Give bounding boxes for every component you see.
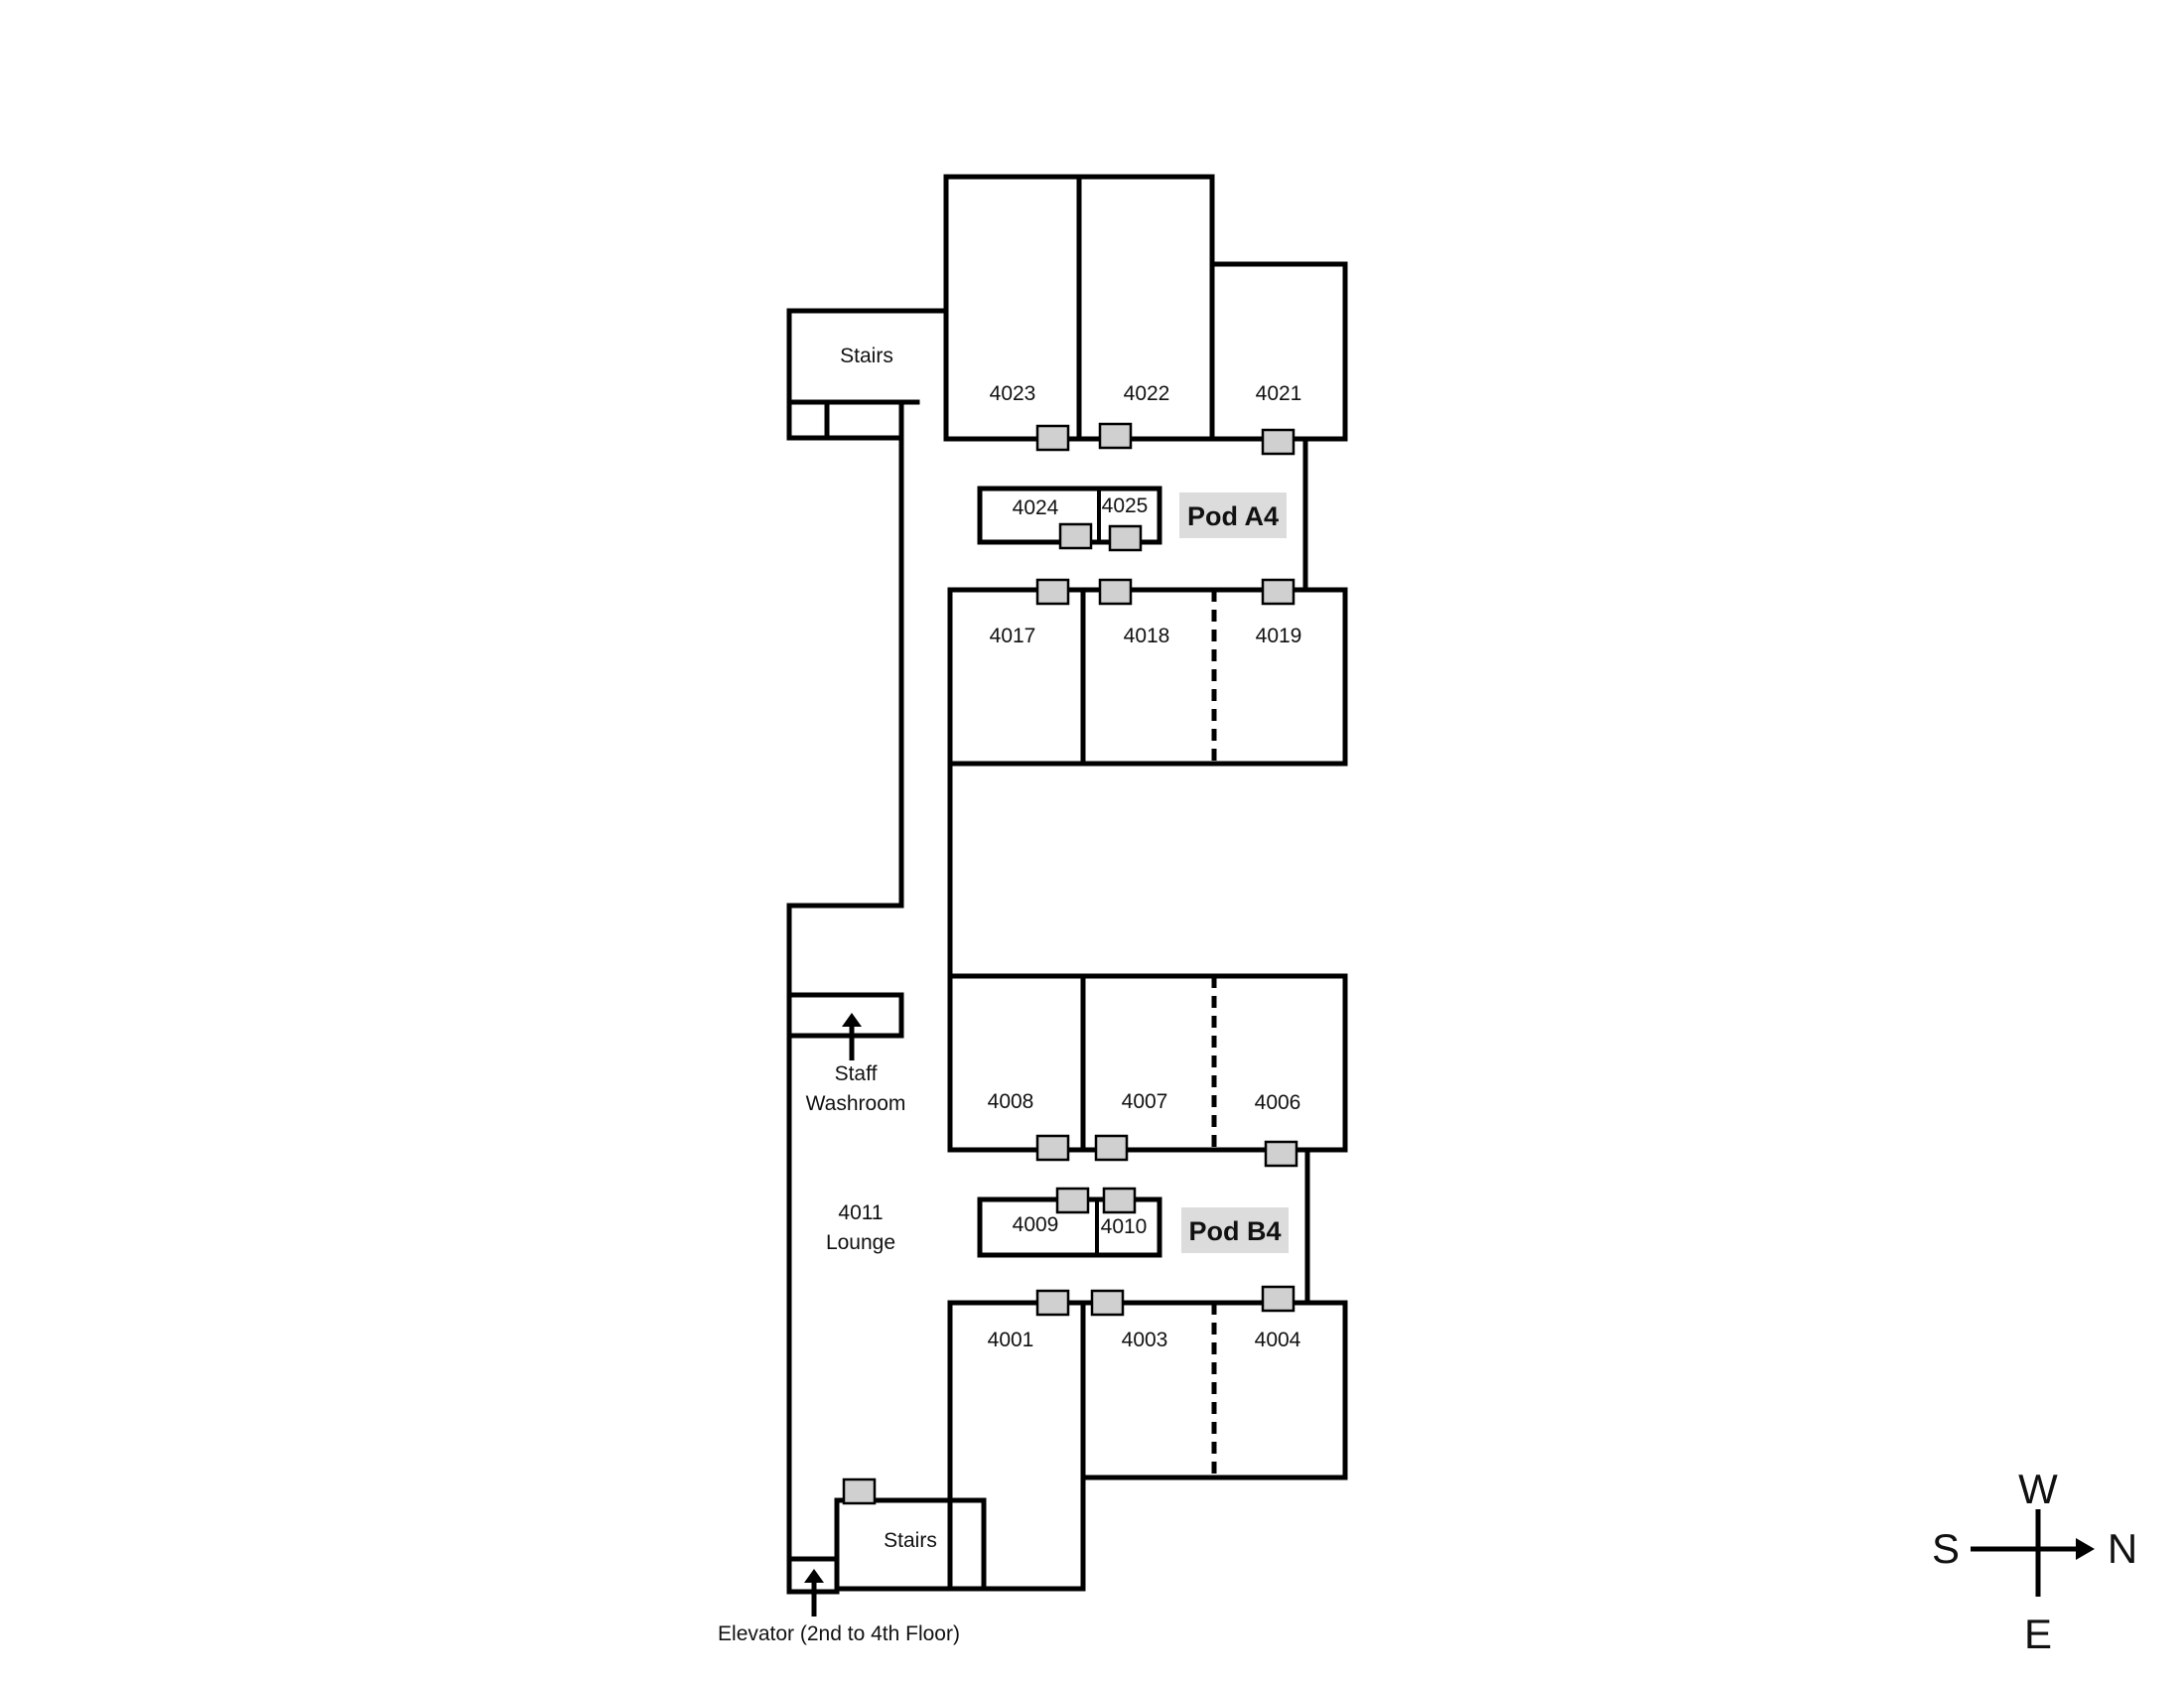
room-label-4007: 4007: [1122, 1090, 1168, 1113]
door-4017: [1035, 578, 1070, 606]
compass-west: W: [2018, 1466, 2058, 1512]
door-4004: [1261, 1285, 1296, 1313]
washroom-label-line2: Washroom: [806, 1092, 906, 1115]
room-label-4001: 4001: [988, 1329, 1034, 1351]
stairs-top-walls: [786, 308, 949, 1595]
door-4008: [1035, 1134, 1070, 1162]
door-4001: [1035, 1289, 1070, 1317]
room-label-4021: 4021: [1256, 382, 1302, 405]
room-label-4010: 4010: [1101, 1215, 1148, 1238]
pod-b4-label: Pod B4: [1188, 1216, 1281, 1246]
washroom-label-line1: Staff: [835, 1062, 878, 1085]
pointer-arrows: [804, 1013, 862, 1617]
pod-b4-label-bg: [1181, 1207, 1289, 1253]
room-label-4008: 4008: [988, 1090, 1034, 1113]
walls: [786, 174, 1348, 1595]
door-4006: [1264, 1140, 1298, 1168]
washroom-walls: [786, 992, 904, 1039]
compass-arrow-head: [2076, 1538, 2095, 1560]
room-label-4009: 4009: [1013, 1213, 1059, 1236]
room-label-4003: 4003: [1122, 1329, 1168, 1351]
pod-a4-label-group: Pod A4: [1179, 492, 1287, 538]
door-4010: [1102, 1187, 1137, 1214]
room-label-4017: 4017: [990, 625, 1036, 647]
pod-a4-label: Pod A4: [1187, 501, 1279, 531]
door-4024: [1058, 522, 1093, 550]
elevator-walls: [786, 1556, 840, 1595]
lounge-label-line2: Lounge: [826, 1231, 895, 1254]
door-4009: [1055, 1187, 1090, 1214]
lounge-label-line1: 4011: [838, 1201, 883, 1224]
room-labels: 4023 4022 4021 4024 4025 4017 4018 4019 …: [718, 345, 1301, 1645]
compass-north: N: [2108, 1525, 2137, 1572]
compass: W S N E: [1932, 1466, 2137, 1657]
room-label-4018: 4018: [1124, 625, 1170, 647]
door-4025: [1108, 524, 1143, 552]
rooms-4006-4008-walls: [947, 973, 1348, 1153]
door-4023: [1035, 424, 1070, 452]
door-4018: [1098, 578, 1133, 606]
elevator-arrow-head: [804, 1569, 824, 1583]
room-label-4019: 4019: [1256, 625, 1302, 647]
room-label-4023: 4023: [990, 382, 1036, 405]
stairs-bottom-label: Stairs: [884, 1529, 937, 1552]
door-4019: [1261, 578, 1296, 606]
room-4021-walls: [1209, 261, 1348, 442]
door-4003: [1090, 1289, 1125, 1317]
door-markers: [842, 422, 1298, 1505]
door-4021: [1261, 428, 1296, 456]
rooms-4017-4019-walls: [947, 587, 1348, 767]
room-label-4025: 4025: [1102, 494, 1149, 517]
room-label-4022: 4022: [1124, 382, 1170, 405]
elevator-label: Elevator (2nd to 4th Floor): [718, 1622, 960, 1645]
door-stairs-bottom: [842, 1477, 877, 1505]
room-label-4004: 4004: [1255, 1329, 1301, 1351]
compass-east: E: [2024, 1611, 2052, 1657]
room-label-4006: 4006: [1255, 1091, 1301, 1114]
door-4007: [1094, 1134, 1129, 1162]
washroom-arrow-head: [842, 1013, 862, 1027]
stairs-top-label: Stairs: [840, 345, 893, 367]
compass-south: S: [1932, 1525, 1960, 1572]
pod-a4-label-bg: [1179, 492, 1287, 538]
pod-b4-label-group: Pod B4: [1181, 1207, 1289, 1253]
room-label-4024: 4024: [1013, 496, 1059, 519]
door-4022: [1098, 422, 1133, 450]
